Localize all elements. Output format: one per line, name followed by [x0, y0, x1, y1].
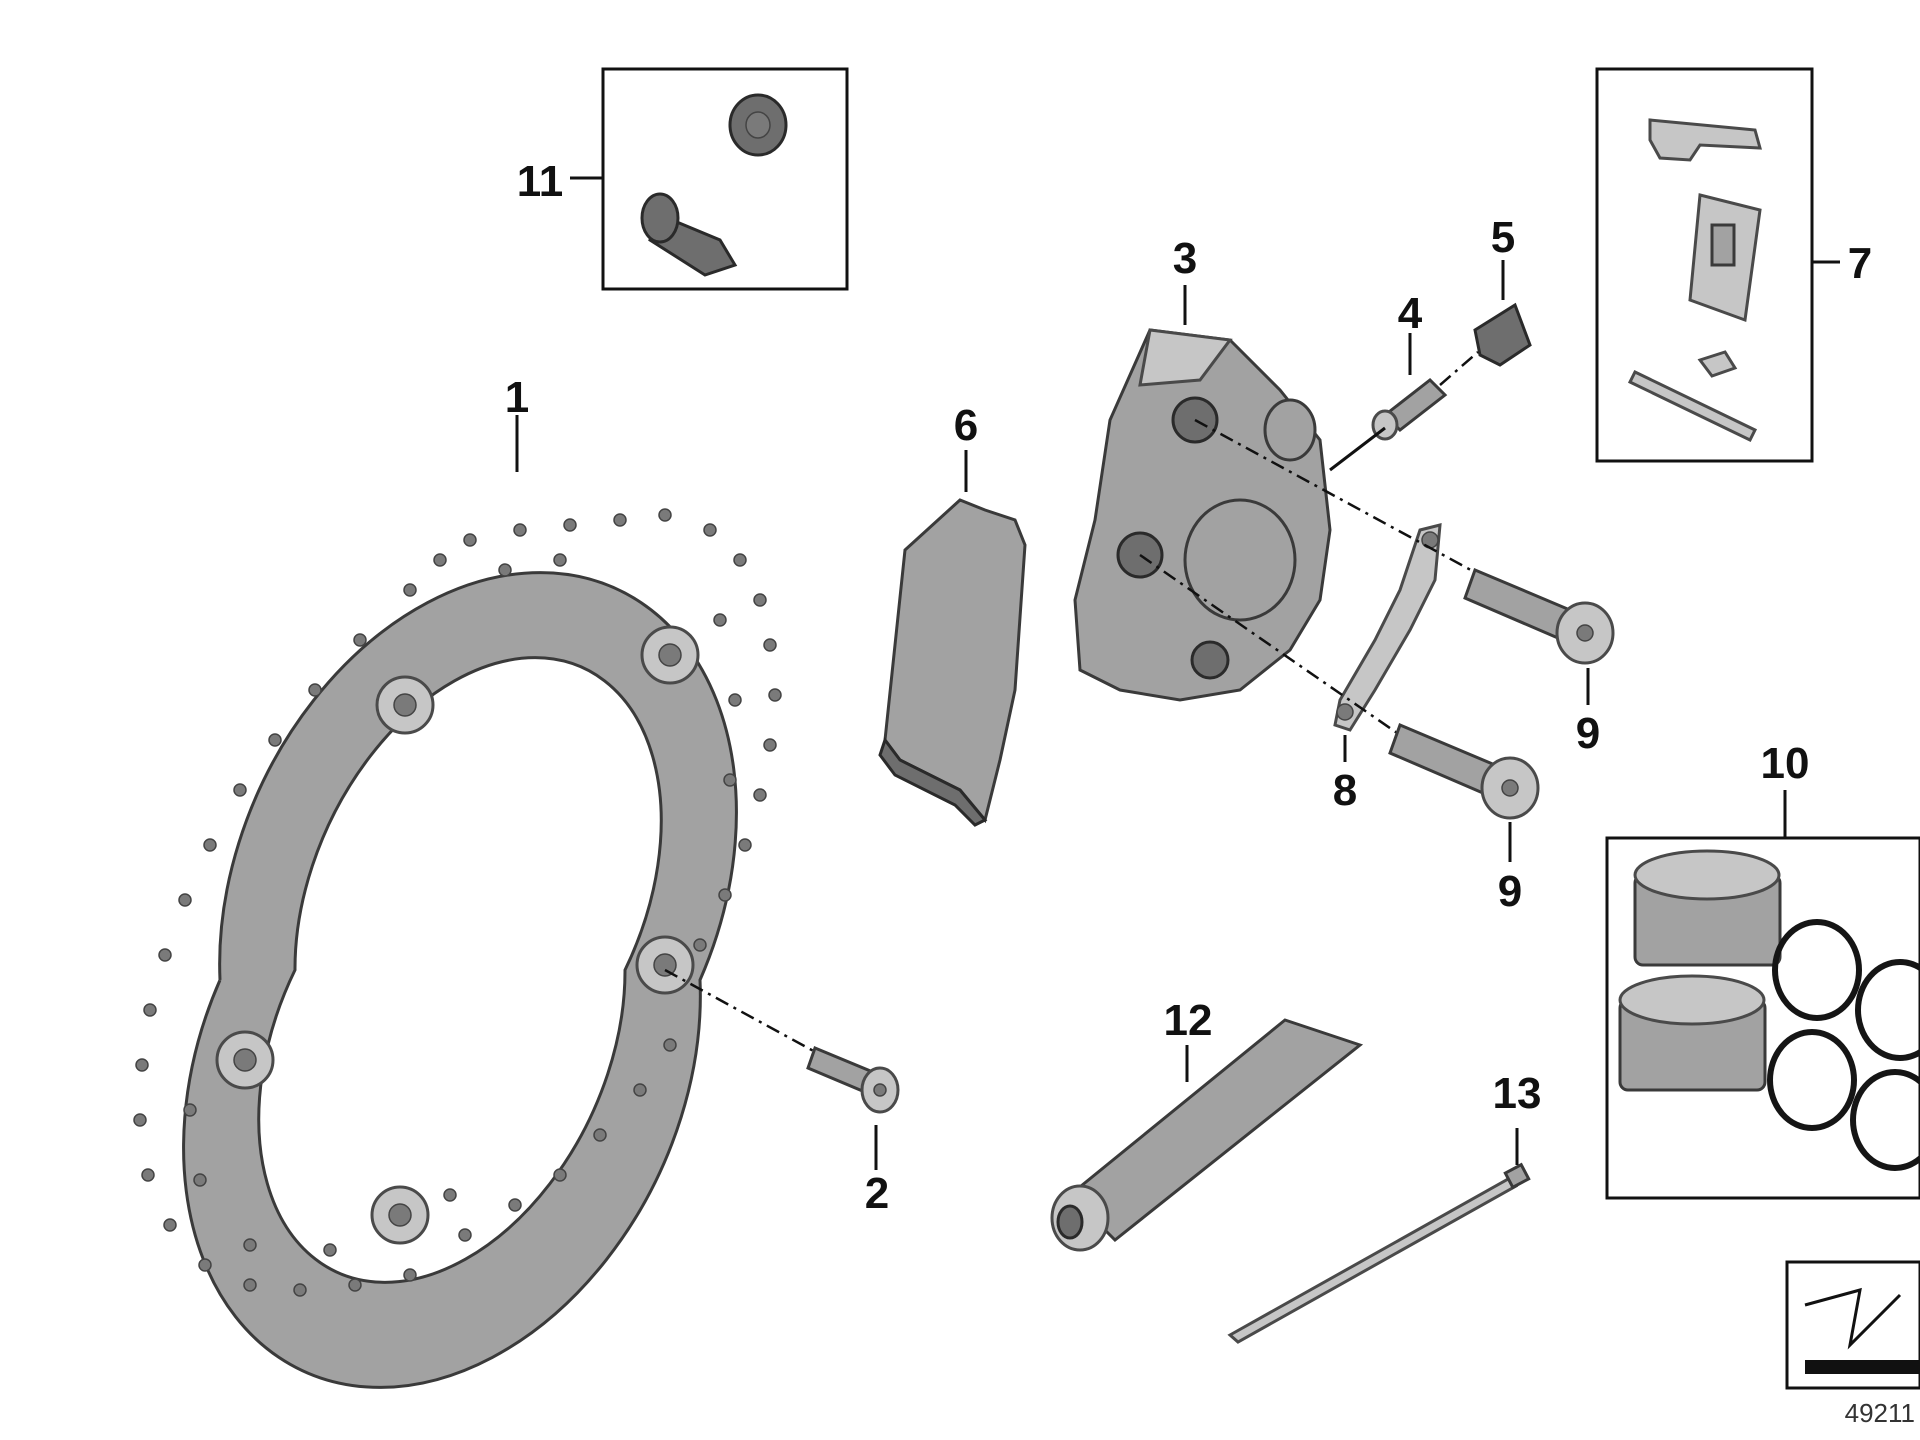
- seal-ring-1: [1772, 919, 1862, 1021]
- seal-ring-4: [1850, 1069, 1920, 1171]
- document-corner-symbol: [1785, 1260, 1920, 1390]
- brake-disc: [133, 508, 782, 1389]
- callout-13: 13: [1493, 1069, 1542, 1118]
- kit-11-box: [601, 67, 849, 291]
- callout-10: 10: [1761, 739, 1810, 788]
- grease-tube: [1050, 1018, 1364, 1252]
- bleeder-valve: [1329, 378, 1448, 472]
- callout-3: 3: [1173, 234, 1197, 283]
- callout-2: 2: [865, 1169, 889, 1218]
- piston-upper: [1633, 849, 1782, 967]
- callout-12: 12: [1164, 996, 1213, 1045]
- disc-bosses: [215, 625, 700, 1245]
- kit-7-box: [1595, 67, 1814, 463]
- disc-drilled-holes: [133, 508, 782, 1297]
- cable-tie: [1227, 1162, 1531, 1344]
- seal-ring-2: [1767, 1029, 1857, 1131]
- lower-bolt-axis: [1139, 553, 1401, 737]
- seal-ring-3: [1855, 959, 1920, 1061]
- callout-7: 7: [1848, 239, 1872, 288]
- piston-lower: [1618, 974, 1767, 1092]
- brake-pad: [878, 498, 1027, 827]
- spring-plate: [1333, 523, 1442, 732]
- caliper-bolt-lower: [1388, 723, 1540, 820]
- caliper-bolt-upper: [1463, 568, 1615, 665]
- callout-9-upper: 9: [1576, 709, 1600, 758]
- callout-11: 11: [517, 157, 564, 206]
- callout-4: 4: [1398, 289, 1423, 338]
- callout-9-lower: 9: [1498, 867, 1522, 916]
- kit-10-box: [1605, 836, 1920, 1200]
- callout-5: 5: [1491, 213, 1515, 262]
- dust-cap: [1439, 302, 1532, 386]
- brake-caliper: [1073, 328, 1332, 702]
- callout-8: 8: [1333, 766, 1357, 815]
- document-number: 49211: [1845, 1398, 1915, 1428]
- callout-1: 1: [505, 373, 529, 422]
- callout-6: 6: [954, 401, 978, 450]
- disc-bolt: [664, 968, 900, 1114]
- upper-bolt-axis: [1194, 418, 1481, 577]
